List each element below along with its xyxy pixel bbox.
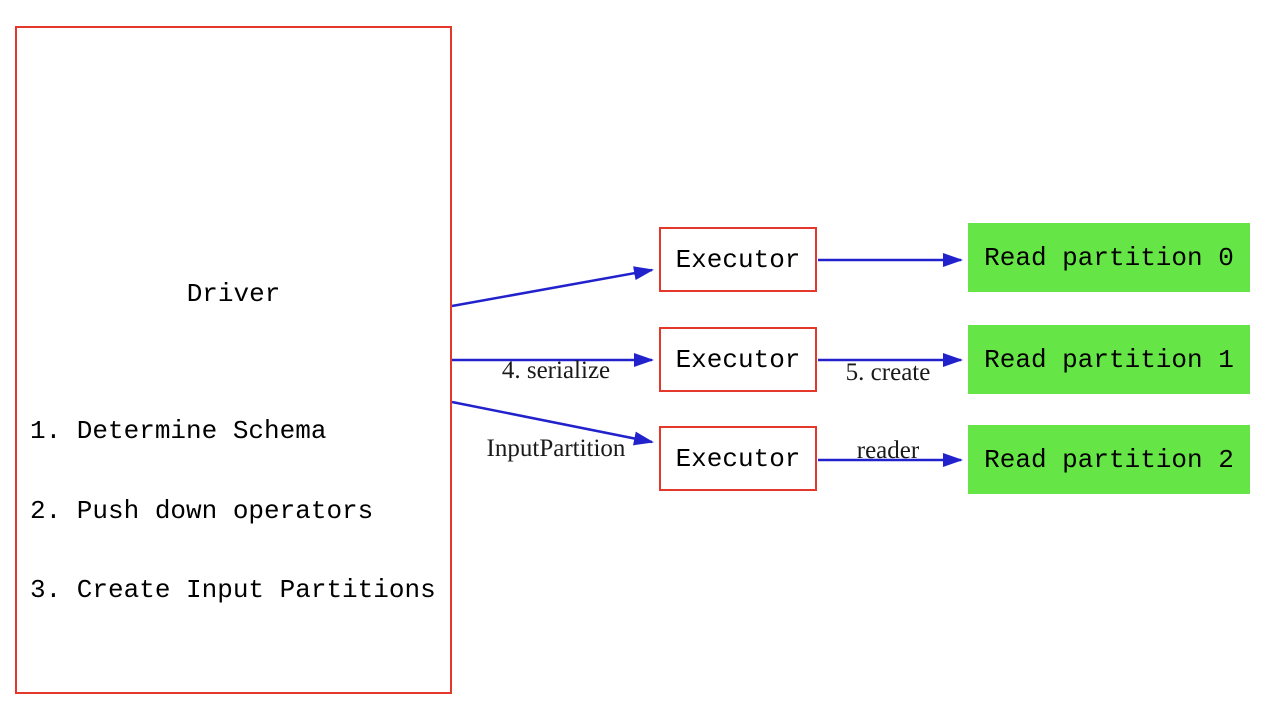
driver-box: Driver 1. Determine Schema 2. Push down … [15,26,452,694]
arrow-driver-to-executor-0 [451,266,654,308]
edge-label-serialize-inputpartition: 4. serialize InputPartition [446,306,666,514]
partition-box-1: Read partition 1 [968,325,1250,394]
executor-box-0: Executor [659,227,817,292]
arrow-driver-to-executor-2 [451,400,654,446]
edge-label-line: 5. create [845,359,931,386]
edge-label-line: InputPartition [486,435,626,462]
edge-label-line: reader [856,437,920,464]
executor-box-1: Executor [659,327,817,392]
edge-label-create-reader: 5. create reader [798,308,978,516]
driver-title: Driver [186,279,281,309]
driver-step: 3. Create Input Partitions [30,575,436,605]
executor-box-2: Executor [659,426,817,491]
driver-step: 2. Push down operators [30,495,374,526]
partition-box-0: Read partition 0 [968,223,1250,292]
edge-label-line: 4. serialize [501,357,611,384]
partition-box-2: Read partition 2 [968,425,1250,494]
driver-steps-list: 1. Determine Schema 2. Push down operato… [30,365,436,657]
driver-step: 1. Determine Schema [30,416,327,446]
